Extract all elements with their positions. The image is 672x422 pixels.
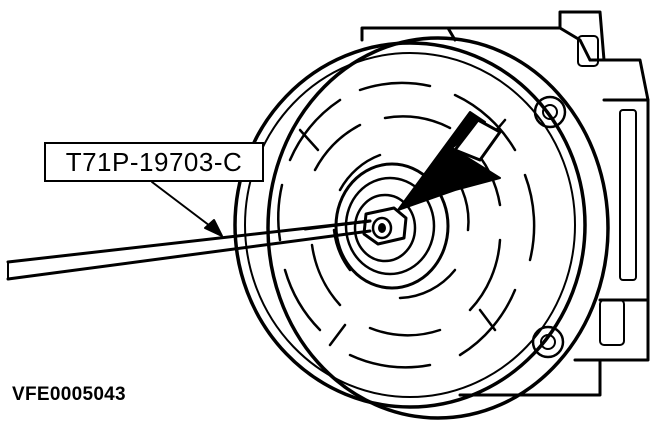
compressor-housing	[360, 10, 650, 397]
tool-callout-label: T71P-19703-C	[44, 142, 264, 182]
removal-tool-rod	[6, 219, 372, 281]
callout-leader-line	[151, 181, 223, 237]
direction-arrow	[397, 111, 502, 211]
figure-id-label: VFE0005043	[12, 384, 126, 405]
pulley-rim	[233, 36, 610, 420]
